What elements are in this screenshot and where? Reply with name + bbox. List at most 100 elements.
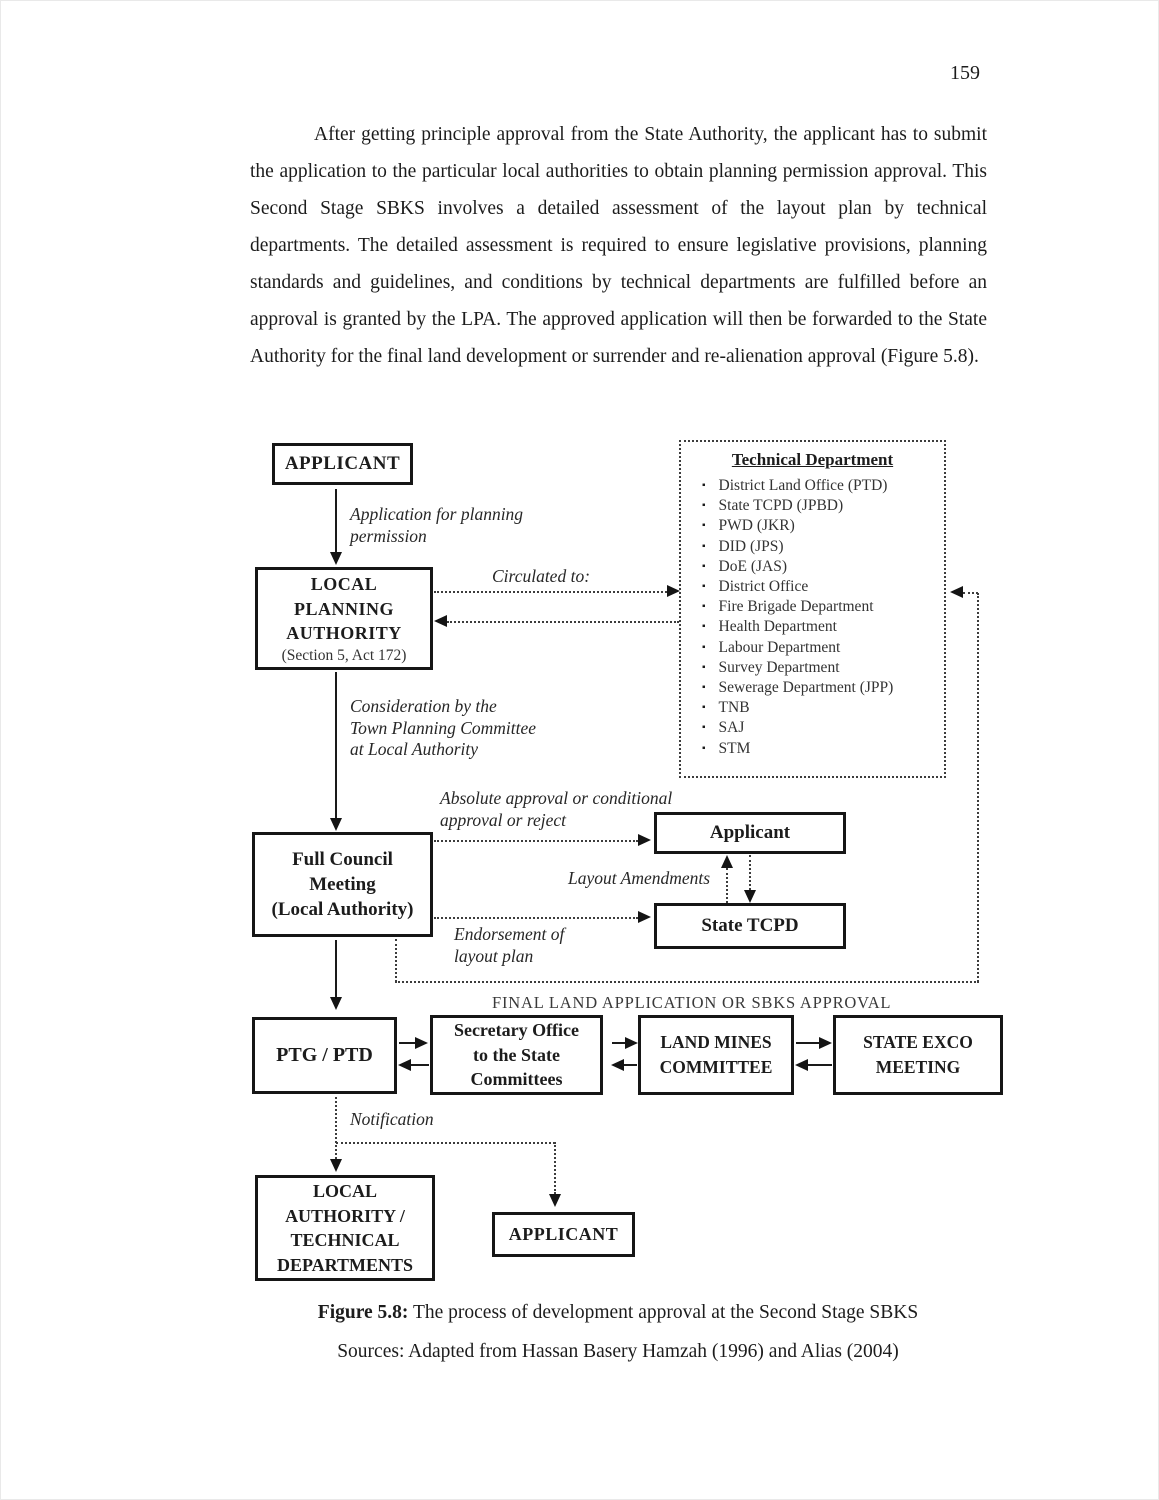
applicant-to-statetcpd-dotted-line [749,855,751,890]
ptg-ptd-box: PTG / PTD [252,1017,397,1094]
tech-dept-item: ▪District Office [681,577,944,597]
state-exco-meeting-box: STATE EXCO MEETING [833,1015,1003,1095]
figure-caption-text: The process of development approval at t… [408,1302,919,1323]
arrow-secretary-to-landmines-line [612,1042,626,1044]
tech-dept-item: ▪STM [681,739,944,759]
arrowhead-down-icon [549,1194,561,1207]
arrow-full-council-to-ptg-line [335,940,337,997]
lpa-sub-label: (Section 5, Act 172) [281,646,407,664]
loop-bottom-dotted-line [395,981,979,983]
state-exco-label: STATE EXCO MEETING [863,1032,973,1077]
technical-department-title: Technical Department [731,450,894,469]
arrowhead-right-icon [625,1037,638,1049]
arrowhead-right-icon [638,834,651,846]
arrow-applicant-to-lpa-line [335,489,337,552]
notification-dotted-line [335,1097,337,1159]
arrowhead-down-icon [330,818,342,831]
applicant-mid-box: Applicant [654,812,846,854]
arrowhead-right-icon [819,1037,832,1049]
figure-sources: Sources: Adapted from Hassan Basery Hamz… [337,1341,899,1362]
tech-dept-item: ▪TNB [681,698,944,718]
figure-number-label: Figure 5.8: [317,1302,409,1323]
tech-dept-item: ▪DID (JPS) [681,537,944,557]
tech-dept-item: ▪PWD (JKR) [681,516,944,536]
tech-dept-item: ▪Health Department [681,617,944,637]
application-for-planning-label: Application for planning permission [350,504,524,546]
square-bullet-icon: ▪ [702,621,706,633]
page-number: 159 [950,62,980,84]
tech-dept-item: ▪Labour Department [681,638,944,658]
square-bullet-icon: ▪ [702,540,706,552]
arrow-landmines-to-secretary-line [624,1064,637,1066]
secretary-office-box: Secretary Office to the State Committees [430,1015,603,1095]
tech-dept-item: ▪DoE (JAS) [681,557,944,577]
square-bullet-icon: ▪ [702,702,706,714]
loop-stub-dotted-line [963,592,978,594]
absolute-approval-label: Absolute approval or conditional approva… [440,788,673,830]
applicant-bottom-label: APPLICANT [508,1224,619,1244]
technical-department-panel: Technical Department ▪District Land Offi… [679,440,946,778]
layout-amendments-label: Layout Amendments [568,868,711,888]
arrowhead-left-icon [611,1059,624,1071]
square-bullet-icon: ▪ [702,480,706,491]
arrow-lpa-to-full-council-line [335,672,337,818]
square-bullet-icon: ▪ [702,722,706,734]
notification-branch-h-dotted-line [336,1142,555,1144]
tech-dept-item: ▪District Land Office (PTD) [681,476,944,496]
approval-to-applicant-dotted-line [434,840,638,842]
local-authority-technical-box: LOCAL AUTHORITY / TECHNICAL DEPARTMENTS [255,1175,435,1281]
arrowhead-left-icon [950,586,963,598]
tech-dept-item: ▪Sewerage Department (JPP) [681,678,944,698]
arrowhead-up-icon [721,855,733,868]
endorsement-to-statetcpd-dotted-line [434,917,638,919]
square-bullet-icon: ▪ [702,641,706,653]
applicant-mid-label: Applicant [709,822,791,843]
arrowhead-down-icon [330,997,342,1010]
land-mines-committee-box: LAND MINES COMMITTEE [638,1015,794,1095]
lpa-label: LOCAL PLANNING AUTHORITY [286,574,402,644]
applicant-bottom-box: APPLICANT [492,1212,635,1257]
local-planning-authority-box: LOCAL PLANNING AUTHORITY (Section 5, Act… [255,567,433,670]
arrow-secretary-to-ptg-line [411,1064,429,1066]
full-council-label: Full Council Meeting (Local Authority) [271,849,414,920]
arrowhead-right-icon [638,911,651,923]
techdept-to-lpa-dotted-line [447,621,679,623]
applicant-top-label: APPLICANT [284,453,401,474]
full-council-meeting-box: Full Council Meeting (Local Authority) [252,832,433,937]
figure-caption: Figure 5.8: The process of development a… [250,1302,986,1363]
arrowhead-down-icon [744,890,756,903]
consideration-label: Consideration by the Town Planning Commi… [350,696,537,759]
arrowhead-down-icon [330,1159,342,1172]
tech-dept-item: ▪State TCPD (JPBD) [681,496,944,516]
land-mines-label: LAND MINES COMMITTEE [659,1032,773,1077]
final-land-approval-label: FINAL LAND APPLICATION OR SBKS APPROVAL [492,993,892,1012]
arrowhead-right-icon [415,1037,428,1049]
tech-dept-item: ▪SAJ [681,718,944,738]
notification-label: Notification [350,1109,434,1129]
arrow-landmines-to-exco-line [796,1042,819,1044]
arrowhead-right-icon [667,585,680,597]
statetcpd-to-applicant-dotted-line [726,868,728,903]
square-bullet-icon: ▪ [702,682,706,694]
square-bullet-icon: ▪ [702,661,706,673]
figure-caption-line: Figure 5.8: The process of development a… [250,1302,986,1324]
arrow-ptg-to-secretary-line [399,1042,416,1044]
arrowhead-left-icon [795,1059,808,1071]
square-bullet-icon: ▪ [702,520,706,532]
loop-down-dotted-line [395,939,397,982]
local-authority-label: LOCAL AUTHORITY / TECHNICAL DEPARTMENTS [276,1181,414,1275]
applicant-top-box: APPLICANT [272,443,413,485]
ptg-ptd-label: PTG / PTD [276,1044,373,1066]
arrowhead-left-icon [434,615,447,627]
square-bullet-icon: ▪ [702,742,706,754]
square-bullet-icon: ▪ [702,560,706,572]
technical-department-list: ▪District Land Office (PTD) ▪State TCPD … [681,476,944,759]
square-bullet-icon: ▪ [702,500,706,512]
state-tcpd-label: State TCPD [701,915,799,936]
circulated-to-label: Circulated to: [492,566,591,586]
circulated-to-dotted-line [434,591,667,593]
arrow-exco-to-landmines-line [808,1064,832,1066]
endorsement-label: Endorsement of layout plan [454,924,565,966]
loop-right-dotted-line [977,593,979,982]
